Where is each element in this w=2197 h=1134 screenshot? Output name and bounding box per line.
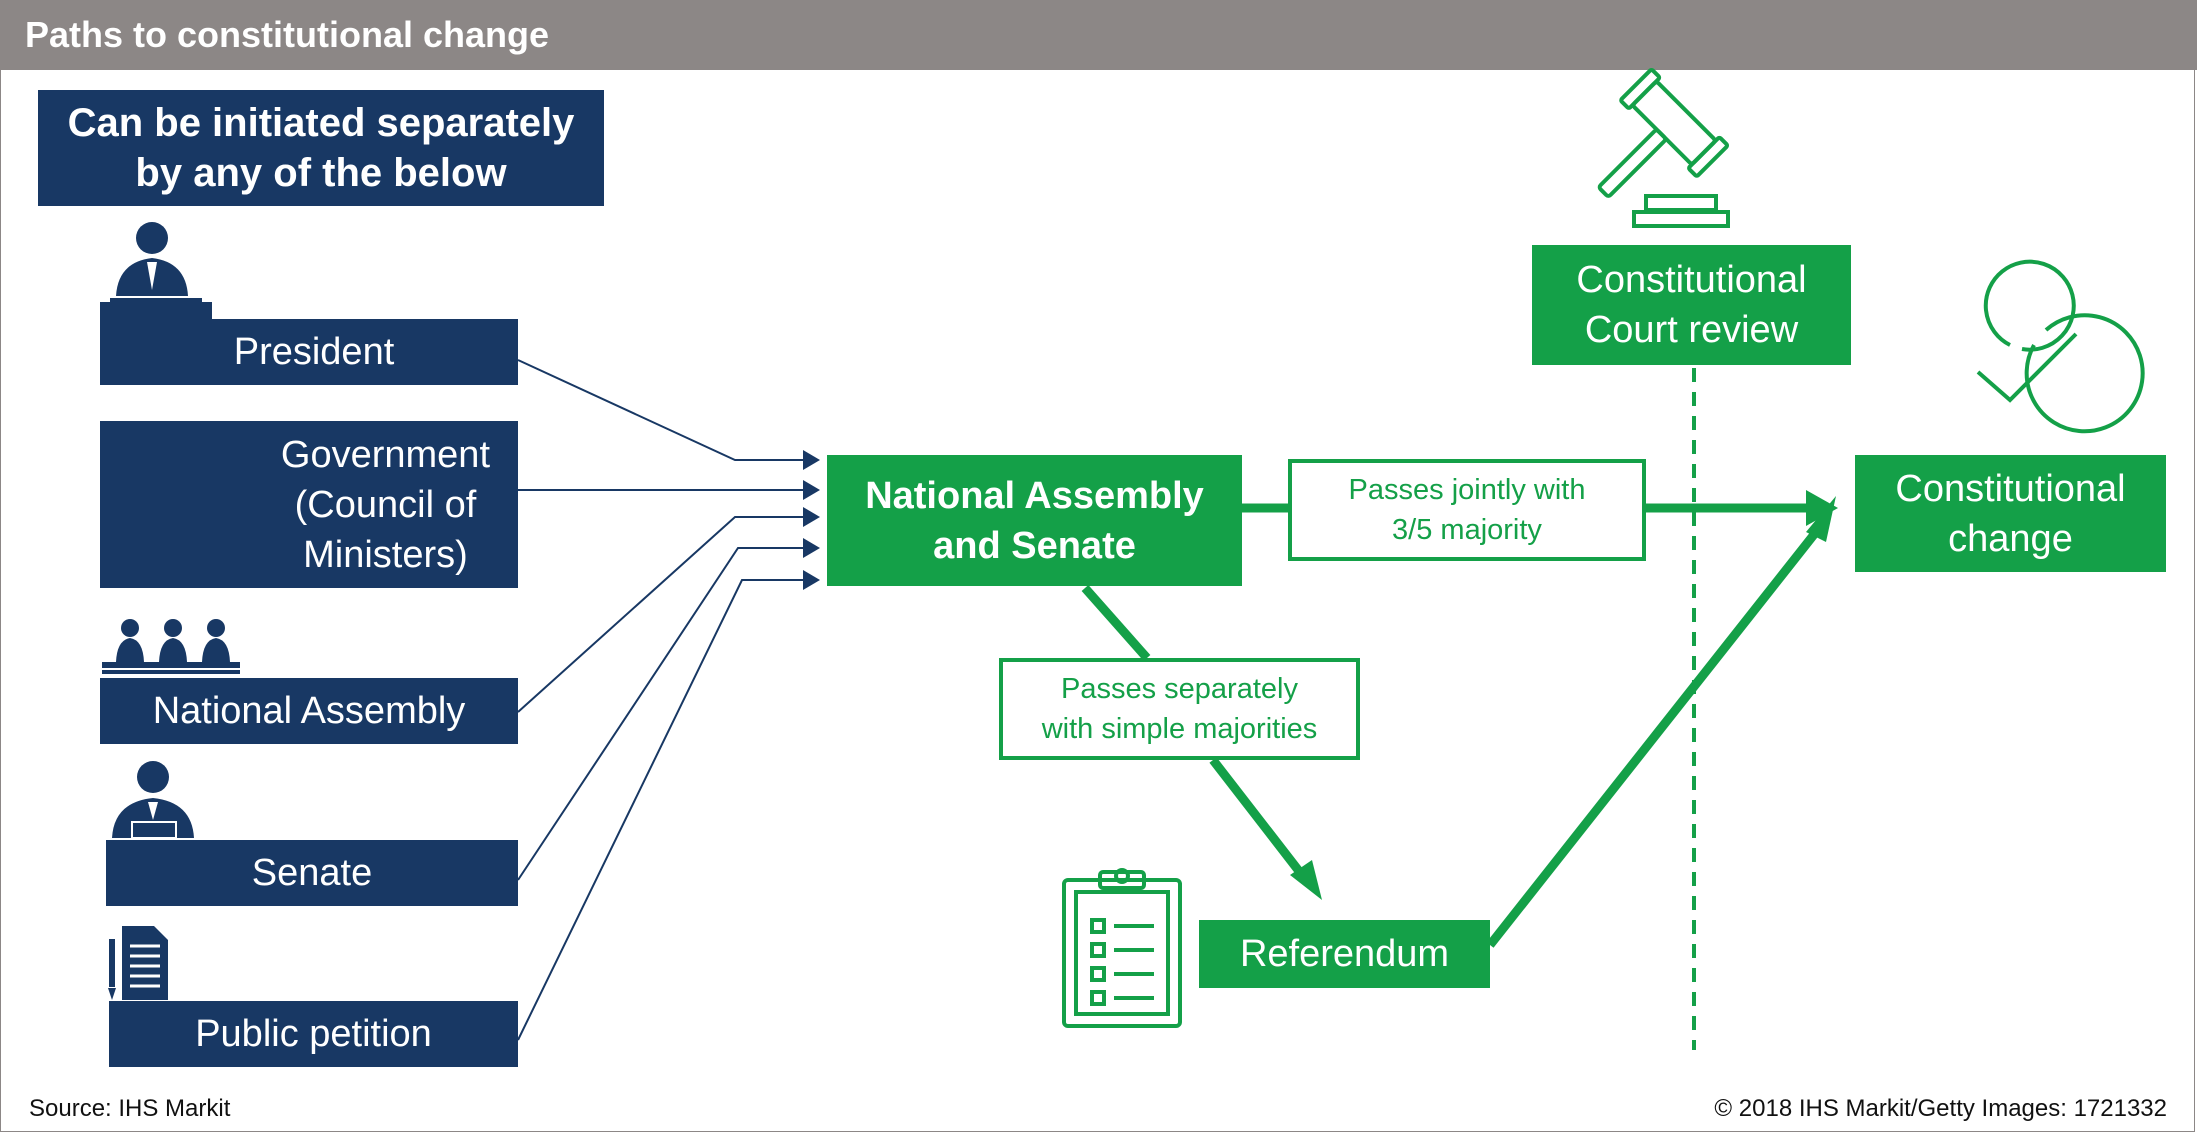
figure-title: Paths to constitutional change [0,0,2197,70]
parliament-box: National Assembly and Senate [827,455,1242,586]
separate-path-line-b [1209,757,1306,878]
initiators-heading: Can be initiated separately by any of th… [38,90,604,206]
change-arrowhead [1806,496,1836,542]
initiator-connectors [517,359,805,1041]
joint-arrowhead [1806,490,1838,526]
checkmark-circle-icon [1976,259,2145,434]
outcome-box: Constitutional change [1855,455,2166,572]
court-review-box: Constitutional Court review [1532,245,1851,365]
initiator-president: President [100,319,518,385]
source-note: Source: IHS Markit [29,1095,231,1122]
referendum-to-change-line [1486,529,1820,948]
green-arrowheads [1290,490,1838,900]
initiator-government: Government (Council of Ministers) [100,421,518,588]
initiator-national-assembly: National Assembly [100,678,518,744]
joint-path-label: Passes jointly with 3/5 majority [1288,459,1646,561]
petition-connector [517,579,805,1041]
green-flow [1081,503,1820,948]
referendum-arrowhead [1290,860,1322,900]
clipboard-checklist-icon [1062,868,1182,1028]
assembly-members-icon [102,619,240,674]
speaker-podium-icon [100,222,212,320]
petition-document-icon [107,926,168,1000]
assembly-connector [517,516,805,713]
president-connector [517,359,805,461]
initiator-arrowheads [803,450,820,590]
senator-desk-icon [112,761,194,839]
copyright-note: © 2018 IHS Markit/Getty Images: 1721332 [1714,1095,2167,1122]
senate-connector [517,547,805,881]
separate-path-line-a [1081,585,1151,661]
gavel-icon [1597,67,1730,228]
initiator-public-petition: Public petition [109,1001,518,1067]
referendum-box: Referendum [1199,920,1490,988]
initiator-senate: Senate [106,840,518,906]
separate-path-label: Passes separately with simple majorities [999,658,1360,760]
